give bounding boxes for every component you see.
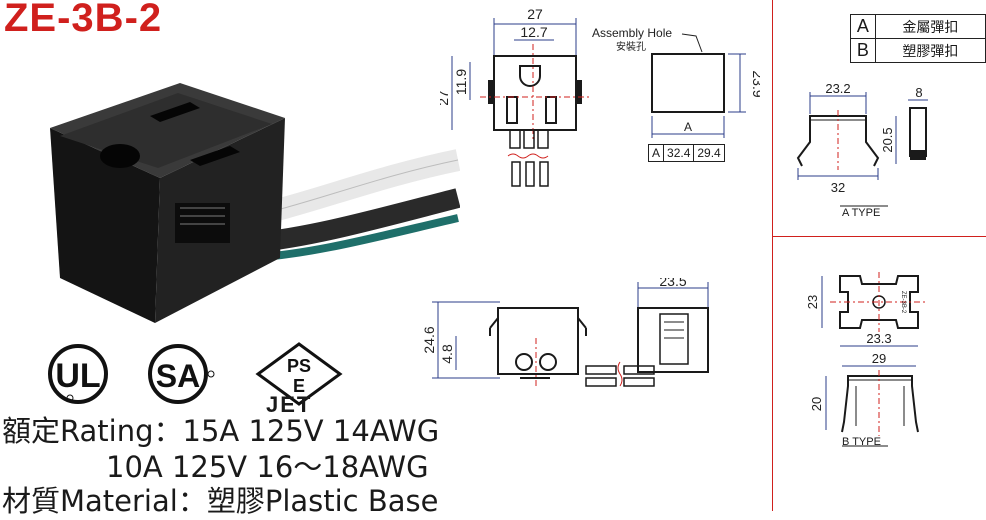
side-view-drawings: 24.6 4.8 23.5 <box>421 278 709 388</box>
legend-value-b: 塑膠彈扣 <box>874 38 986 63</box>
horizontal-divider <box>772 236 986 237</box>
side-view-left-body <box>497 307 579 375</box>
jet-label: JET <box>266 392 313 417</box>
prong-slot-2 <box>190 146 240 166</box>
b-type-clip-outline <box>841 375 919 433</box>
rating-value-2: 10A 125V 16～18AWG <box>106 450 429 484</box>
vertical-divider <box>772 0 773 511</box>
prong-slot-1 <box>150 102 200 122</box>
pse-top-text: PS <box>287 356 311 376</box>
csa-logo-ring <box>148 344 208 404</box>
csa-logo-text: SA <box>156 358 200 394</box>
side-dim-width: 23.5 <box>659 278 686 289</box>
legend-key-a: A <box>850 14 876 39</box>
front-dim-inner: 12.7 <box>520 24 547 40</box>
socket-left-face <box>50 128 160 323</box>
a-table-val1: 32.4 <box>663 144 695 162</box>
socket-photo <box>50 83 460 323</box>
pse-diamond <box>255 342 343 406</box>
ul-logo-text: UL <box>55 357 100 395</box>
side-dim-small: 4.8 <box>439 344 455 364</box>
a-type-dim-side: 20.5 <box>880 127 895 152</box>
a-type-drawing: 23.2 32 20.5 8 <box>796 81 928 207</box>
a-table-key: A <box>647 144 665 162</box>
legend-key-b: B <box>850 38 876 63</box>
b-type-drawing: 23 ZE-3B-2 23.3 29 20 <box>805 272 928 447</box>
assembly-hole-rect <box>651 53 725 113</box>
assembly-dim-height: 23.9 <box>750 70 760 97</box>
assembly-dim-a: A <box>684 120 692 134</box>
a-table-val2: 29.4 <box>693 144 725 162</box>
b-type-plate-text: ZE-3B-2 <box>900 291 906 314</box>
material-value: 塑膠Plastic Base <box>206 484 439 518</box>
b-type-plate-outline <box>839 275 919 329</box>
a-dimension-table: A 32.4 29.4 <box>647 144 725 162</box>
b-type-dim-side: 20 <box>809 397 824 411</box>
ul-logo-ring <box>48 344 108 404</box>
a-type-dim-thickness: 8 <box>915 85 922 100</box>
side-dim-total-height: 24.6 <box>421 326 437 353</box>
assembly-hole-label-en: Assembly Hole <box>592 26 672 40</box>
rating-value-1: 15A 125V 14AWG <box>182 414 440 448</box>
legend-row-a: A 金屬彈扣 <box>850 14 986 39</box>
ground-hole <box>100 144 140 168</box>
certification-marks: UL SA PS E <box>48 342 343 406</box>
b-type-dim-top-width: 29 <box>872 351 886 366</box>
pse-bottom-text: E <box>293 376 305 396</box>
clip-type-legend: A 金屬彈扣 B 塑膠彈扣 <box>850 14 986 63</box>
front-view-drawing: 27 12.7 27 11.9 <box>440 6 590 187</box>
a-type-dim-top: 23.2 <box>825 81 850 96</box>
a-type-dim-bottom: 32 <box>831 180 845 195</box>
material-label: 材質Material： <box>2 484 207 518</box>
a-type-side-profile <box>909 107 927 157</box>
b-type-dim-height: 23 <box>805 295 820 309</box>
front-dim-height: 27 <box>440 90 451 106</box>
a-type-caption: A TYPE <box>842 207 881 219</box>
legend-row-b: B 塑膠彈扣 <box>850 38 986 63</box>
legend-value-a: 金屬彈扣 <box>874 14 986 39</box>
front-dim-width: 27 <box>527 6 543 22</box>
front-ground-slot <box>519 65 541 87</box>
b-type-caption: B TYPE <box>842 436 881 448</box>
b-type-dim-width: 23.3 <box>866 331 891 346</box>
assembly-hole-label-zh: 安裝孔 <box>616 40 646 53</box>
product-title: ZE-3B-2 <box>4 0 163 40</box>
assembly-hole-drawing: Assembly Hole 安裝孔 23.9 A <box>592 26 760 138</box>
front-dim-offset: 11.9 <box>453 69 469 95</box>
rating-label: 額定Rating： <box>2 414 183 448</box>
side-view-right-body <box>637 307 709 373</box>
